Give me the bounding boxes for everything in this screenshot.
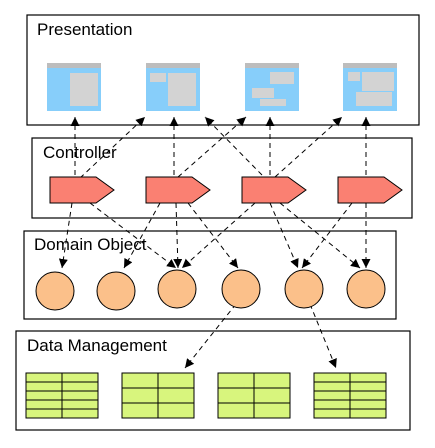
ui-window-icon — [47, 63, 101, 111]
connection-arrow — [269, 202, 299, 269]
domain-object-circle-icon — [96, 271, 136, 311]
controller-pentagon-icon — [337, 176, 403, 204]
connection-arrow — [274, 116, 343, 178]
controller-pentagon-icon — [49, 176, 115, 204]
ui-window-icon — [245, 63, 299, 111]
controllers — [49, 176, 403, 204]
connections — [58, 116, 371, 369]
connection-arrow — [309, 303, 337, 369]
connection-arrow — [181, 202, 256, 269]
data-table-icon — [121, 372, 195, 419]
window-2 — [146, 63, 200, 111]
connection-arrow — [184, 303, 237, 369]
data-table-icon — [25, 372, 99, 419]
ui-window-icon — [146, 63, 200, 111]
connection-arrow — [173, 202, 183, 269]
connection-arrow — [279, 202, 361, 269]
domain-object-circle-icon — [346, 269, 386, 309]
connection-arrow — [301, 202, 353, 269]
connection-arrow — [79, 116, 146, 179]
data-table-4 — [313, 372, 387, 419]
controller-layer-title: Controller — [43, 143, 117, 162]
connection-arrow — [204, 116, 263, 176]
data-management-layer-title: Data Management — [27, 336, 167, 355]
domain-object-circle-icon — [221, 269, 261, 309]
data-table-1 — [25, 372, 99, 419]
domain-object-circle-icon — [284, 269, 324, 309]
connection-arrow — [187, 202, 239, 269]
domain-object-layer-title: Domain Object — [34, 235, 147, 254]
data-table-2 — [121, 372, 195, 419]
domain-object-layer — [23, 230, 397, 320]
domain-objects — [35, 269, 386, 311]
window-1 — [47, 63, 101, 111]
window-4 — [343, 63, 397, 111]
window-3 — [245, 63, 299, 111]
controller-pentagon-icon — [241, 176, 307, 204]
data-table-3 — [217, 372, 291, 419]
ui-window-icon — [343, 63, 397, 111]
domain-object-circle-icon — [157, 269, 197, 309]
connection-arrow — [58, 202, 73, 269]
connection-arrow — [177, 116, 247, 178]
presentation-layer-title: Presentation — [37, 20, 132, 39]
data-table-icon — [217, 372, 291, 419]
data-table-icon — [313, 372, 387, 419]
controller-pentagon-icon — [145, 176, 211, 204]
connection-arrow — [123, 202, 161, 269]
domain-object-circle-icon — [35, 271, 75, 311]
